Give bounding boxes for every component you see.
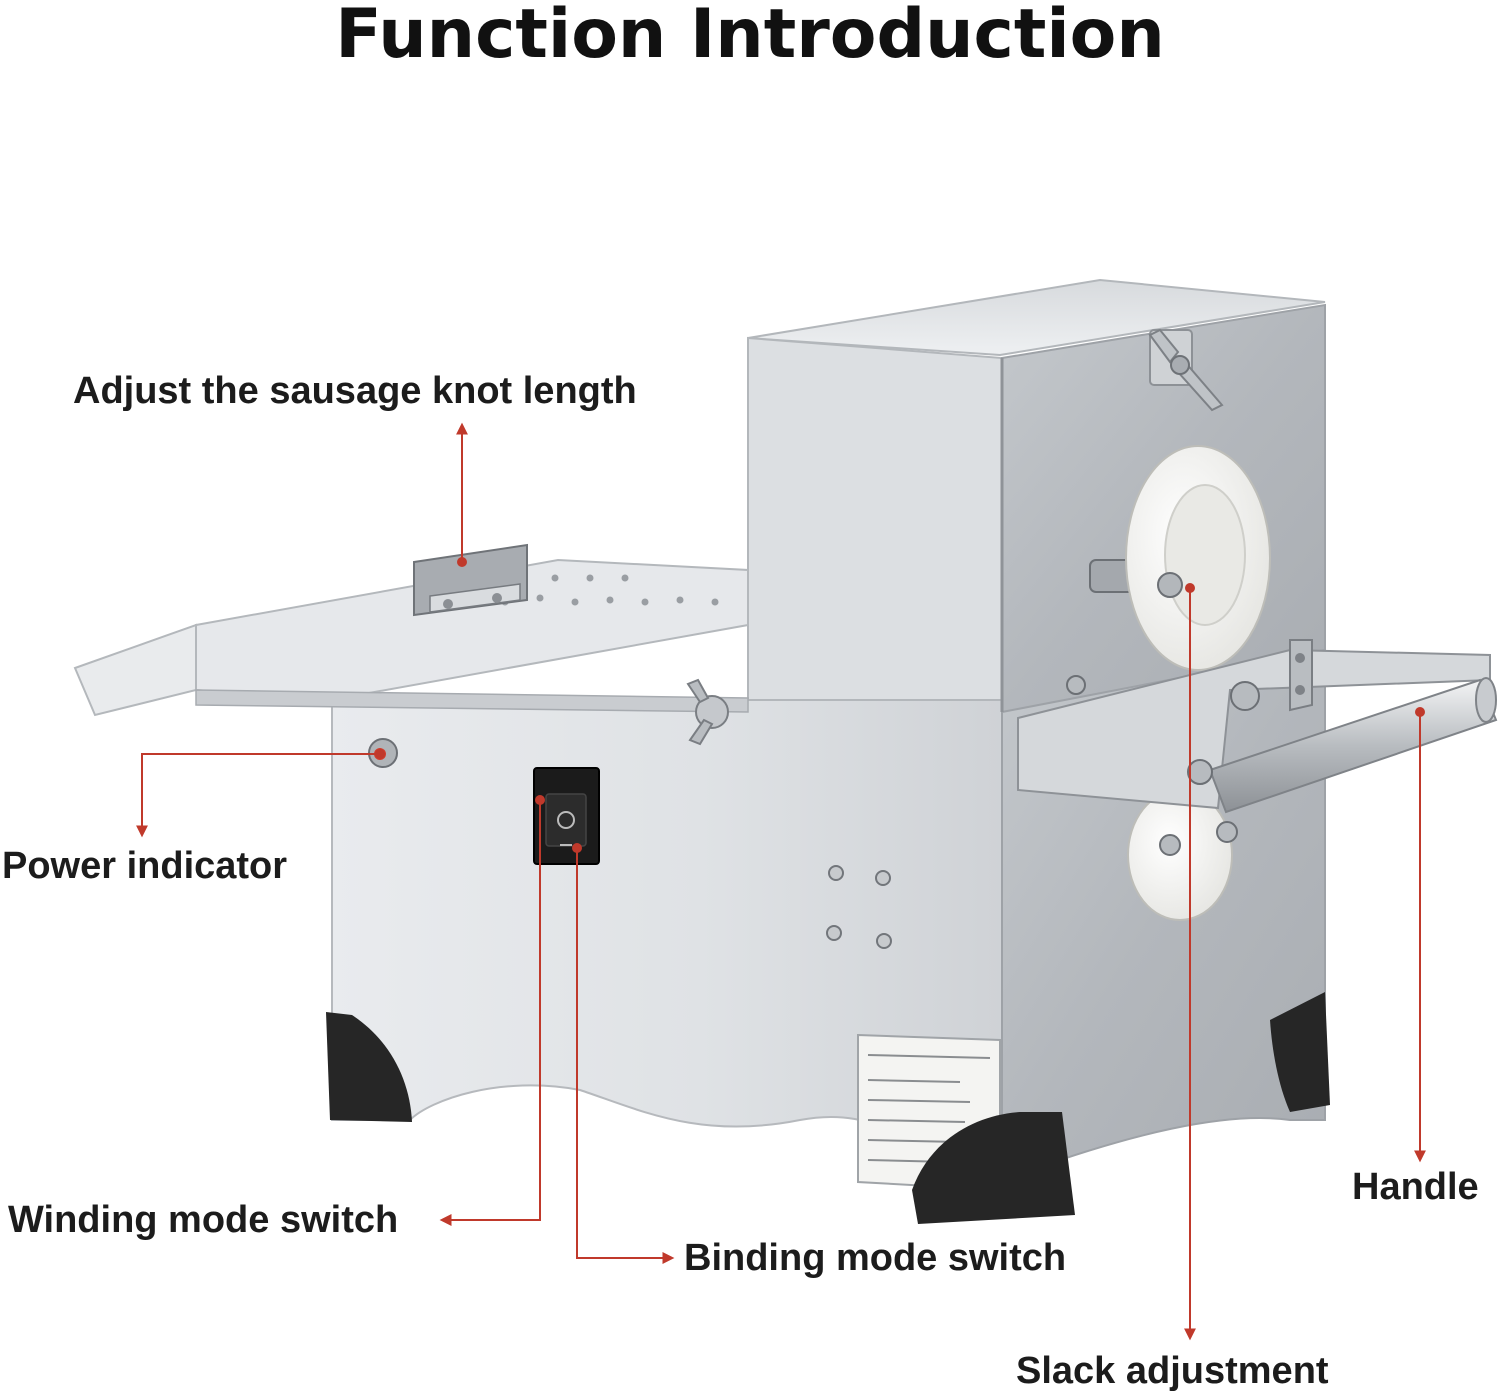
arrow-power-indicator <box>136 753 380 838</box>
label-knot-length: Adjust the sausage knot length <box>73 370 637 412</box>
arrow-winding-switch <box>439 800 541 1226</box>
panel-screws <box>826 865 892 949</box>
machine-feet <box>326 992 1330 1224</box>
wing-nut-icon <box>1148 328 1224 412</box>
wing-nut-icon <box>686 678 729 746</box>
label-slack: Slack adjustment <box>1016 1350 1329 1392</box>
bolt-icon <box>1066 675 1238 856</box>
work-table <box>73 543 749 717</box>
head-front <box>747 336 1003 701</box>
label-power-indicator: Power indicator <box>2 845 288 887</box>
head-top <box>747 278 1326 357</box>
page-title: Function Introduction <box>335 0 1165 74</box>
label-winding-switch: Winding mode switch <box>8 1199 399 1241</box>
callout-arrows <box>136 422 1426 1341</box>
knot-length-plate <box>413 543 528 617</box>
table-front-edge <box>195 689 749 713</box>
handle-bracket <box>1017 648 1491 810</box>
table-lip <box>73 623 197 717</box>
label-handle: Handle <box>1352 1166 1479 1208</box>
label-binding-switch: Binding mode switch <box>684 1237 1067 1279</box>
arrow-binding-switch <box>576 848 675 1264</box>
upper-roller <box>1089 445 1271 671</box>
rocker-switch-icon <box>533 767 600 865</box>
lower-roller <box>1066 675 1238 921</box>
